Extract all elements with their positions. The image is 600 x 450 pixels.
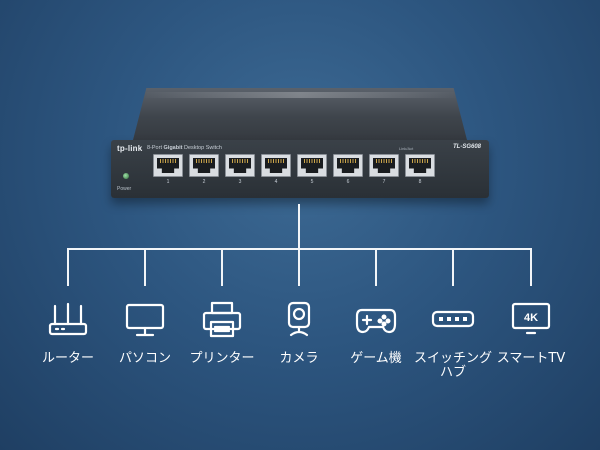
device-switching-hub: スイッチング ハブ [408,300,498,380]
drop-line [298,248,300,286]
device-printer: プリンター [177,300,267,366]
device-label: スマートTV [496,351,566,366]
ethernet-port: 4 [261,154,291,185]
model-number: TL-SG608 [452,144,481,150]
monitor-icon [125,303,165,337]
device-label: ゲーム機 [350,351,402,366]
brand-logo: tp-link [117,144,143,153]
device-label: スイッチング ハブ [413,351,492,380]
power-led-icon [123,173,129,179]
ethernet-port: 2 [189,154,219,185]
trunk-line [298,204,300,250]
ethernet-port: 6 [333,154,363,185]
router-icon [48,302,88,336]
device-smart-tv: 4K スマートTV [486,300,576,366]
device-pc: パソコン [100,300,190,366]
ethernet-ports: 1 2 3 4 5 6 7 8 [153,154,435,185]
power-label: Power [117,186,132,192]
network-switch: tp-link 8-Port Gigabit Desktop Switch Li… [111,140,489,198]
device-label: カメラ [279,351,319,366]
drop-line [375,248,377,286]
device-label: パソコン [118,351,171,366]
camera-icon [287,301,311,337]
gamepad-icon [355,308,397,334]
drop-line [144,248,146,286]
ethernet-port: 5 [297,154,327,185]
device-game-console: ゲーム機 [331,300,421,366]
device-camera: カメラ [254,300,344,366]
ethernet-port: 7 [369,154,399,185]
ethernet-port: 3 [225,154,255,185]
printer-icon [202,301,242,338]
drop-line [530,248,532,286]
switch-top-panel [133,88,467,140]
svg-text:4K: 4K [524,312,538,324]
drop-line [67,248,69,286]
switch-description: 8-Port Gigabit Desktop Switch [147,145,222,151]
drop-line [452,248,454,286]
device-label: ルーター [41,351,94,366]
link-act-label: Link/Act [399,146,414,151]
smart-tv-icon: 4K [511,302,551,335]
device-router: ルーター [23,300,113,366]
drop-line [221,248,223,286]
ethernet-port: 8 [405,154,435,185]
switching-hub-icon [431,310,475,328]
ethernet-port: 1 [153,154,183,185]
device-label: プリンター [189,351,255,366]
